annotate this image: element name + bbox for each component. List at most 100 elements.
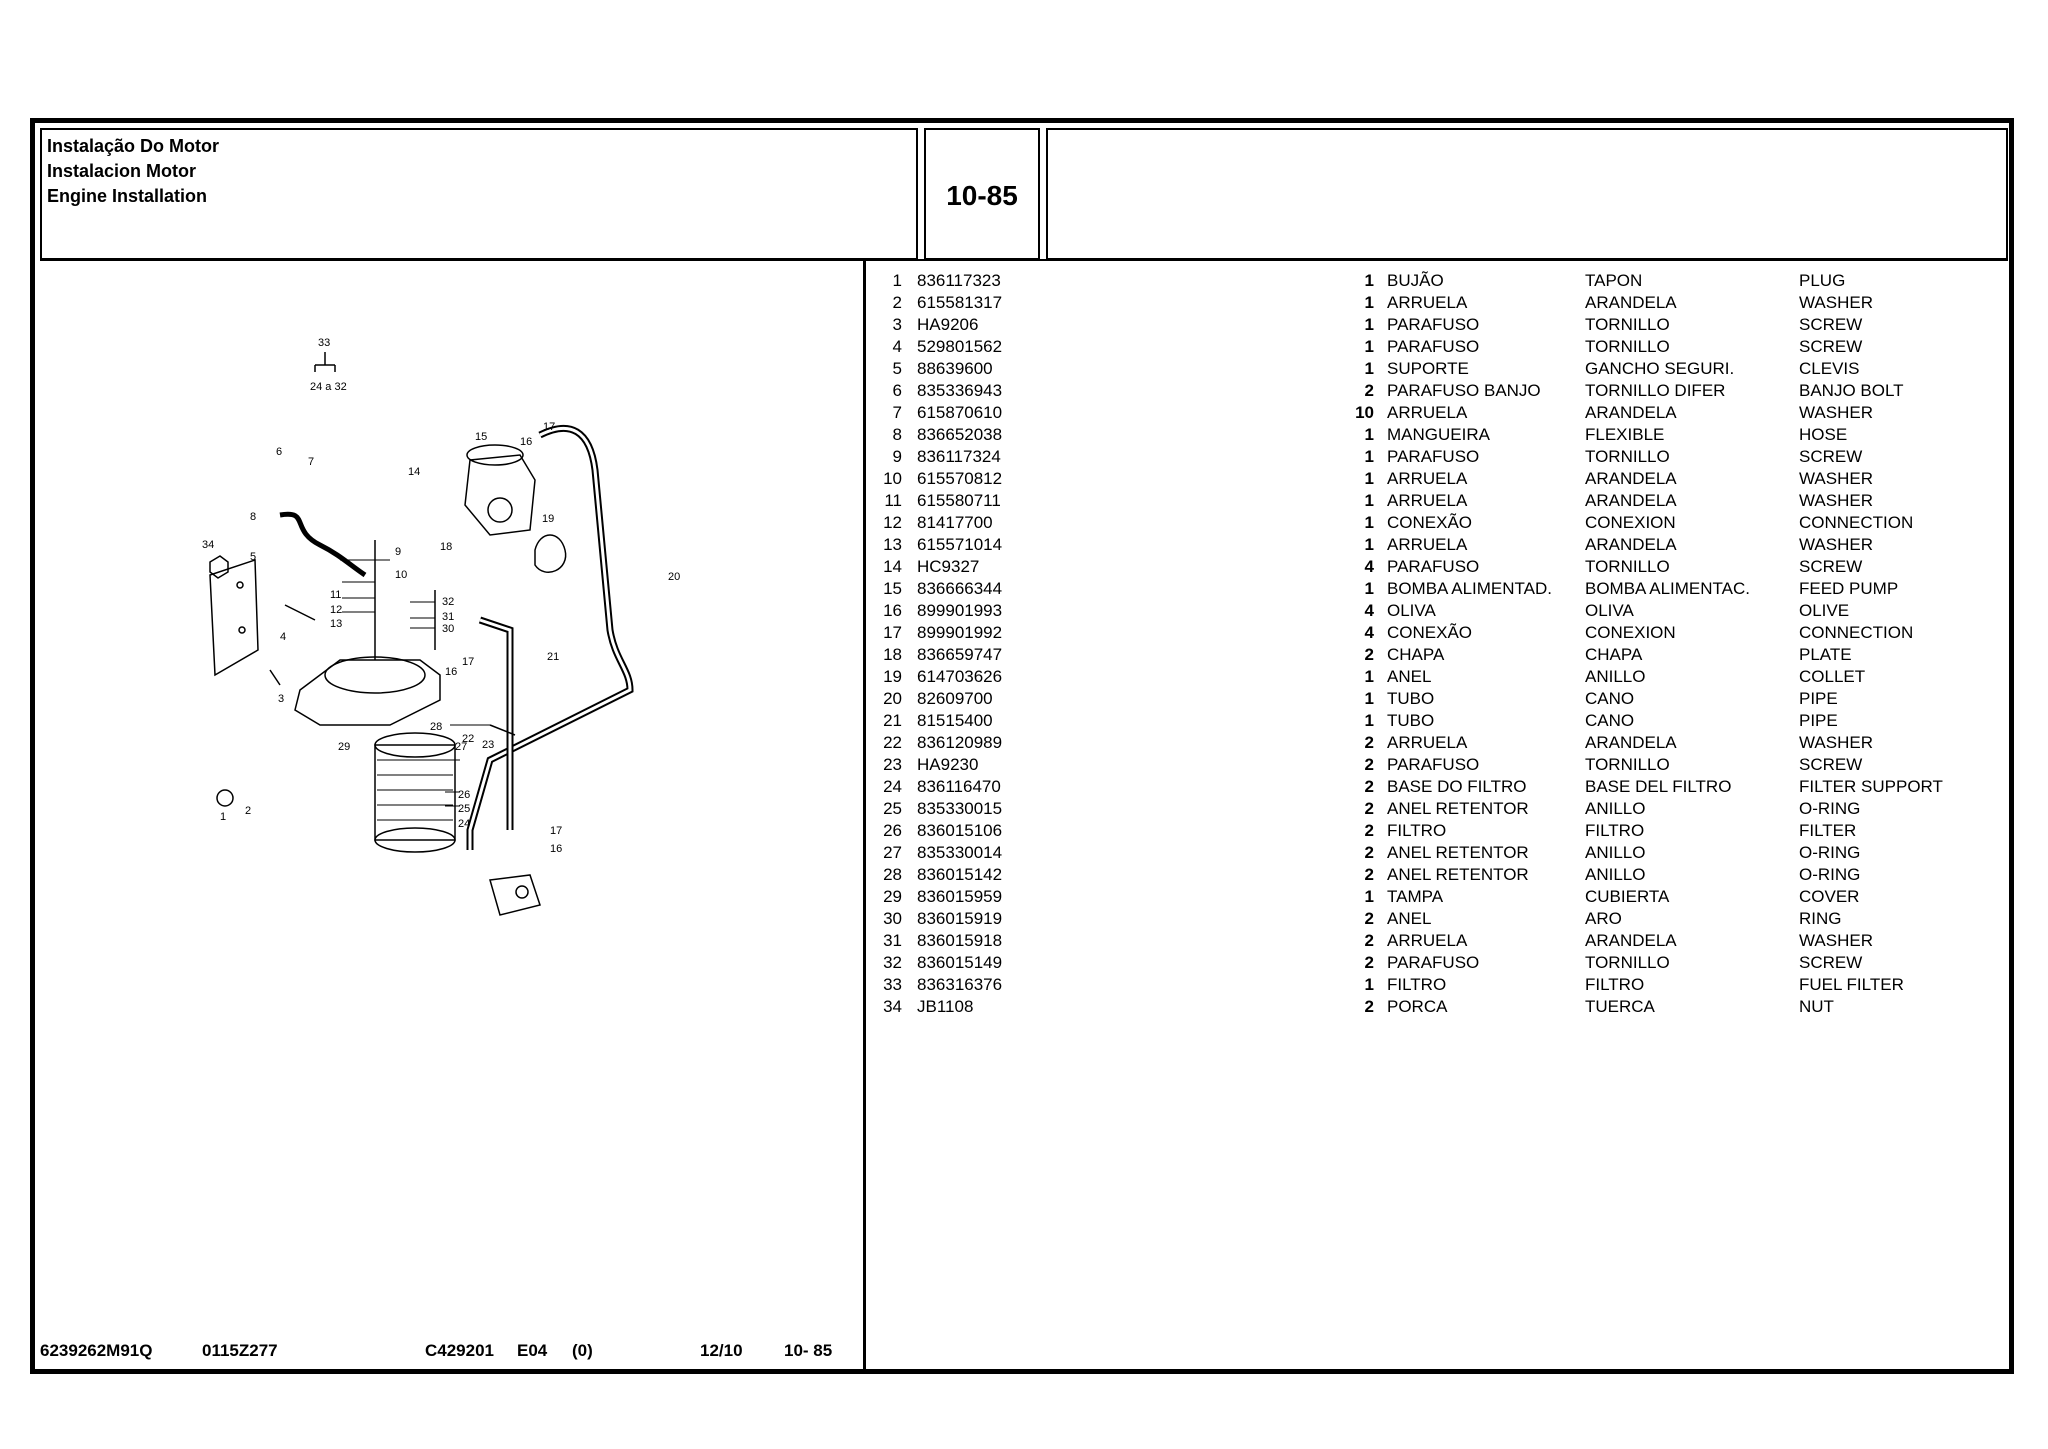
- part-quantity: 2: [1364, 953, 1374, 972]
- part-desc-pt: ANEL RETENTOR: [1387, 843, 1529, 862]
- svg-text:2: 2: [245, 805, 251, 817]
- svg-text:16: 16: [445, 666, 457, 678]
- part-number: 81417700: [917, 513, 993, 532]
- part-desc-es: ARANDELA: [1585, 931, 1677, 950]
- part-desc-en: FEED PUMP: [1799, 579, 1899, 598]
- part-number: 836659747: [917, 645, 1003, 664]
- footer-ref-code: 0115Z277: [202, 1341, 278, 1360]
- part-index: 2: [892, 293, 902, 312]
- part-index: 5: [892, 359, 902, 378]
- part-desc-en: SCREW: [1799, 755, 1863, 774]
- part-number: 614703626: [917, 667, 1003, 686]
- part-index: 26: [883, 821, 902, 840]
- part-number: 836015918: [917, 931, 1003, 950]
- part-index: 1: [892, 271, 902, 290]
- part-quantity: 2: [1364, 821, 1374, 840]
- part-desc-pt: MANGUEIRA: [1387, 425, 1490, 444]
- part-index: 15: [883, 579, 902, 598]
- part-number: 529801562: [917, 337, 1003, 356]
- part-quantity: 1: [1364, 315, 1374, 334]
- part-desc-en: COVER: [1799, 887, 1860, 906]
- svg-text:25: 25: [458, 803, 470, 815]
- svg-text:18: 18: [440, 541, 452, 553]
- footer-page: 10- 85: [784, 1341, 833, 1360]
- exploded-parts-diagram: 33 24 a 32 6 7 14 15 16 17 8 19 34 5 9 1…: [202, 337, 680, 916]
- part-desc-en: SCREW: [1799, 447, 1863, 466]
- part-desc-es: FLEXIBLE: [1585, 425, 1665, 444]
- part-desc-es: TORNILLO DIFER: [1585, 381, 1726, 400]
- part-desc-pt: TAMPA: [1387, 887, 1444, 906]
- title-english: Engine Installation: [47, 186, 208, 206]
- part-desc-pt: ARRUELA: [1387, 469, 1468, 488]
- part-desc-es: ANILLO: [1585, 667, 1646, 686]
- svg-text:22: 22: [462, 733, 474, 745]
- part-desc-pt: BOMBA ALIMENTAD.: [1387, 579, 1553, 598]
- title-spanish: Instalacion Motor: [47, 161, 197, 181]
- footer-doc-code: 6239262M91Q: [40, 1341, 153, 1360]
- part-desc-pt: TUBO: [1387, 711, 1435, 730]
- svg-text:10: 10: [395, 569, 407, 581]
- part-quantity: 1: [1364, 887, 1374, 906]
- part-desc-es: FILTRO: [1585, 975, 1645, 994]
- part-index: 24: [883, 777, 902, 796]
- part-quantity: 1: [1364, 689, 1374, 708]
- part-desc-en: O-RING: [1799, 843, 1861, 862]
- svg-text:17: 17: [462, 656, 474, 668]
- part-quantity: 2: [1364, 755, 1374, 774]
- part-number: 836015142: [917, 865, 1003, 884]
- part-number: 615581317: [917, 293, 1003, 312]
- part-desc-en: FILTER: [1799, 821, 1857, 840]
- part-index: 22: [883, 733, 902, 752]
- part-desc-es: ARANDELA: [1585, 403, 1677, 422]
- svg-text:15: 15: [475, 431, 487, 443]
- part-desc-en: SCREW: [1799, 557, 1863, 576]
- part-number: 836652038: [917, 425, 1003, 444]
- part-desc-pt: ARRUELA: [1387, 733, 1468, 752]
- part-number: 836117324: [917, 447, 1001, 466]
- part-desc-es: ANILLO: [1585, 865, 1646, 884]
- part-quantity: 4: [1364, 601, 1374, 620]
- page-frame: [30, 118, 2014, 1374]
- part-desc-pt: ANEL: [1387, 667, 1432, 686]
- part-index: 18: [883, 645, 902, 664]
- part-quantity: 2: [1364, 997, 1374, 1016]
- part-desc-pt: PARAFUSO: [1387, 755, 1480, 774]
- footer-revision: (0): [572, 1341, 593, 1360]
- part-quantity: 4: [1364, 623, 1374, 642]
- part-desc-en: BANJO BOLT: [1799, 381, 1904, 400]
- part-index: 3: [892, 315, 902, 334]
- part-desc-pt: PARAFUSO: [1387, 953, 1480, 972]
- part-desc-en: PLATE: [1799, 645, 1852, 664]
- part-desc-pt: SUPORTE: [1387, 359, 1469, 378]
- part-quantity: 2: [1364, 381, 1374, 400]
- part-desc-pt: ANEL RETENTOR: [1387, 799, 1529, 818]
- part-desc-es: ARANDELA: [1585, 293, 1677, 312]
- part-desc-pt: OLIVA: [1387, 601, 1436, 620]
- part-quantity: 2: [1364, 733, 1374, 752]
- part-number: HA9230: [917, 755, 979, 774]
- part-desc-es: ARANDELA: [1585, 535, 1677, 554]
- part-quantity: 1: [1364, 975, 1374, 994]
- part-quantity: 1: [1364, 271, 1374, 290]
- part-desc-en: O-RING: [1799, 799, 1861, 818]
- part-number: 836015919: [917, 909, 1003, 928]
- part-desc-es: TORNILLO: [1585, 953, 1670, 972]
- footer-date: 12/10: [700, 1341, 743, 1360]
- part-desc-pt: PARAFUSO: [1387, 337, 1480, 356]
- part-quantity: 2: [1364, 645, 1374, 664]
- part-quantity: 2: [1364, 931, 1374, 950]
- svg-text:27: 27: [455, 741, 467, 753]
- svg-text:24: 24: [458, 818, 470, 830]
